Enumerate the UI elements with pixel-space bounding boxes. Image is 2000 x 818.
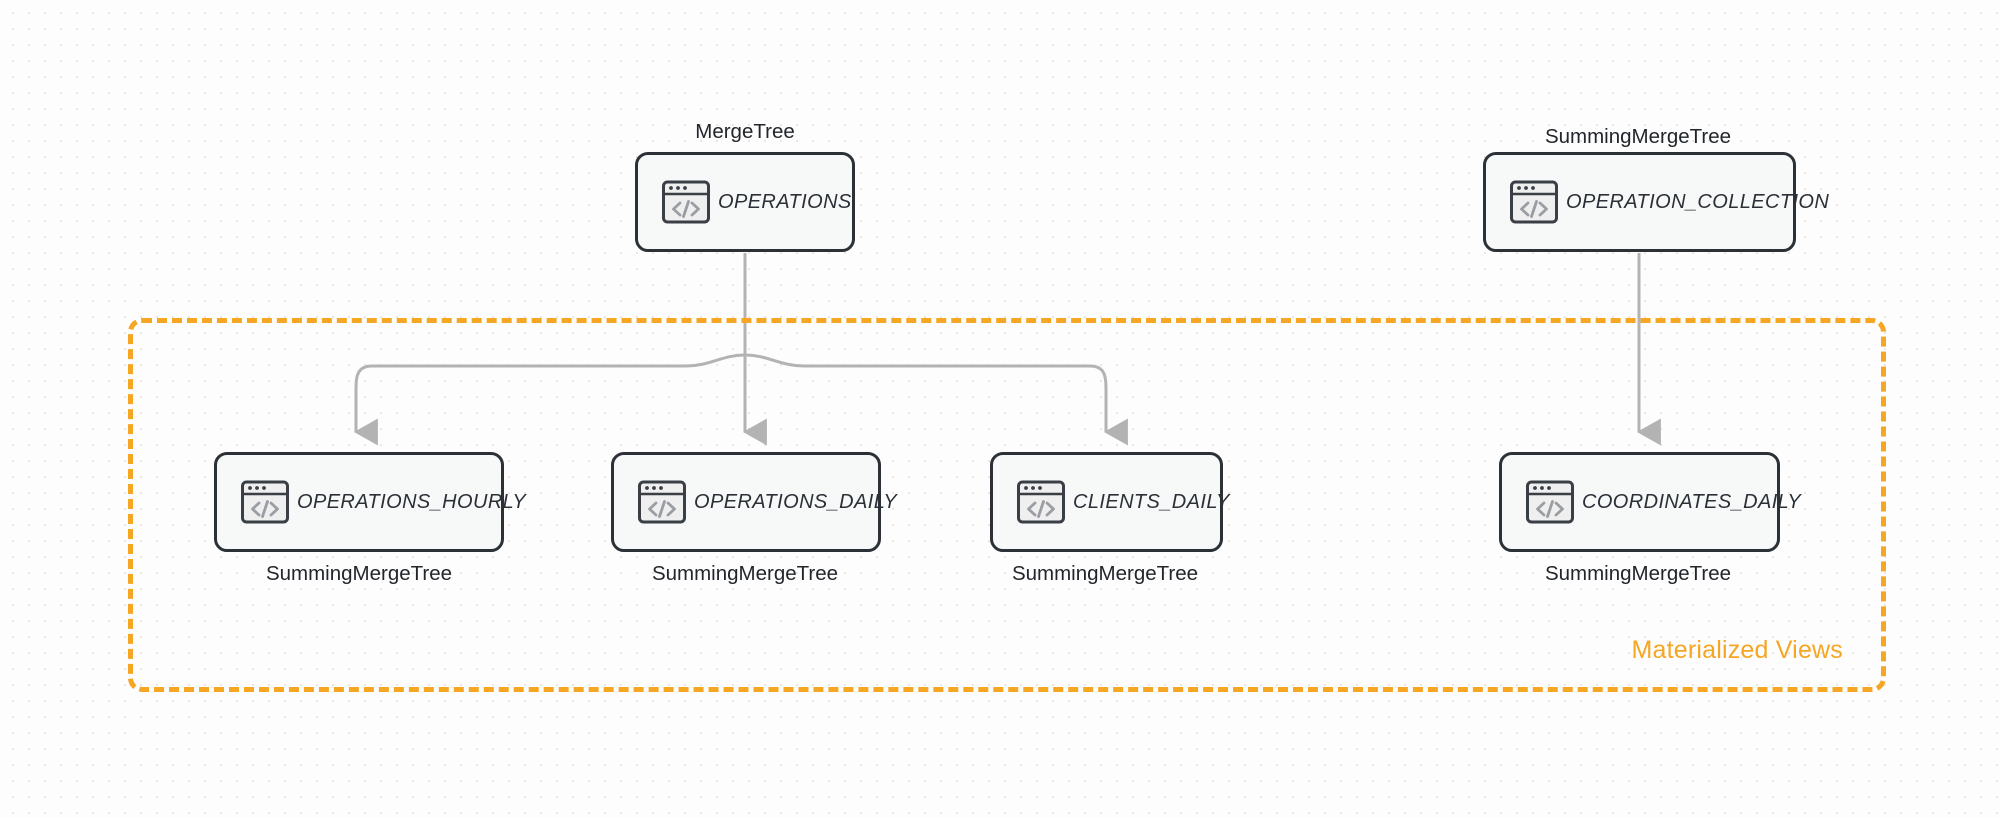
code-window-icon [239, 476, 291, 528]
code-window-icon [1524, 476, 1576, 528]
engine-label-operation-collection: SummingMergeTree [1544, 125, 1732, 148]
node-title-clients-daily: CLIENTS_DAILY [1073, 490, 1230, 513]
code-window-icon [660, 176, 712, 228]
engine-label-operations-daily: SummingMergeTree [651, 562, 839, 585]
node-title-coordinates-daily: COORDINATES_DAILY [1582, 490, 1802, 513]
materialized-views-group-label: Materialized Views [1631, 636, 1843, 664]
node-operations[interactable]: OPERATIONS [635, 152, 855, 252]
engine-label-coordinates-daily: SummingMergeTree [1544, 562, 1732, 585]
code-window-icon [1508, 176, 1560, 228]
node-title-operations: OPERATIONS [718, 190, 852, 213]
node-title-operations-daily: OPERATIONS_DAILY [694, 490, 898, 513]
node-operation-collection[interactable]: OPERATION_COLLECTION [1483, 152, 1829, 252]
engine-label-operations: MergeTree [695, 120, 795, 143]
node-coordinates-daily[interactable]: COORDINATES_DAILY [1499, 452, 1801, 552]
node-title-operations-hourly: OPERATIONS_HOURLY [297, 490, 527, 513]
code-window-icon [1015, 476, 1067, 528]
node-clients-daily[interactable]: CLIENTS_DAILY [990, 452, 1229, 552]
node-title-operation-collection: OPERATION_COLLECTION [1566, 190, 1830, 213]
engine-label-operations-hourly: SummingMergeTree [265, 562, 453, 585]
code-window-icon [636, 476, 688, 528]
engine-label-clients-daily: SummingMergeTree [1011, 562, 1199, 585]
materialized-views-group: Materialized Views [128, 318, 1886, 692]
node-operations-hourly[interactable]: OPERATIONS_HOURLY [214, 452, 526, 552]
node-operations-daily[interactable]: OPERATIONS_DAILY [611, 452, 897, 552]
